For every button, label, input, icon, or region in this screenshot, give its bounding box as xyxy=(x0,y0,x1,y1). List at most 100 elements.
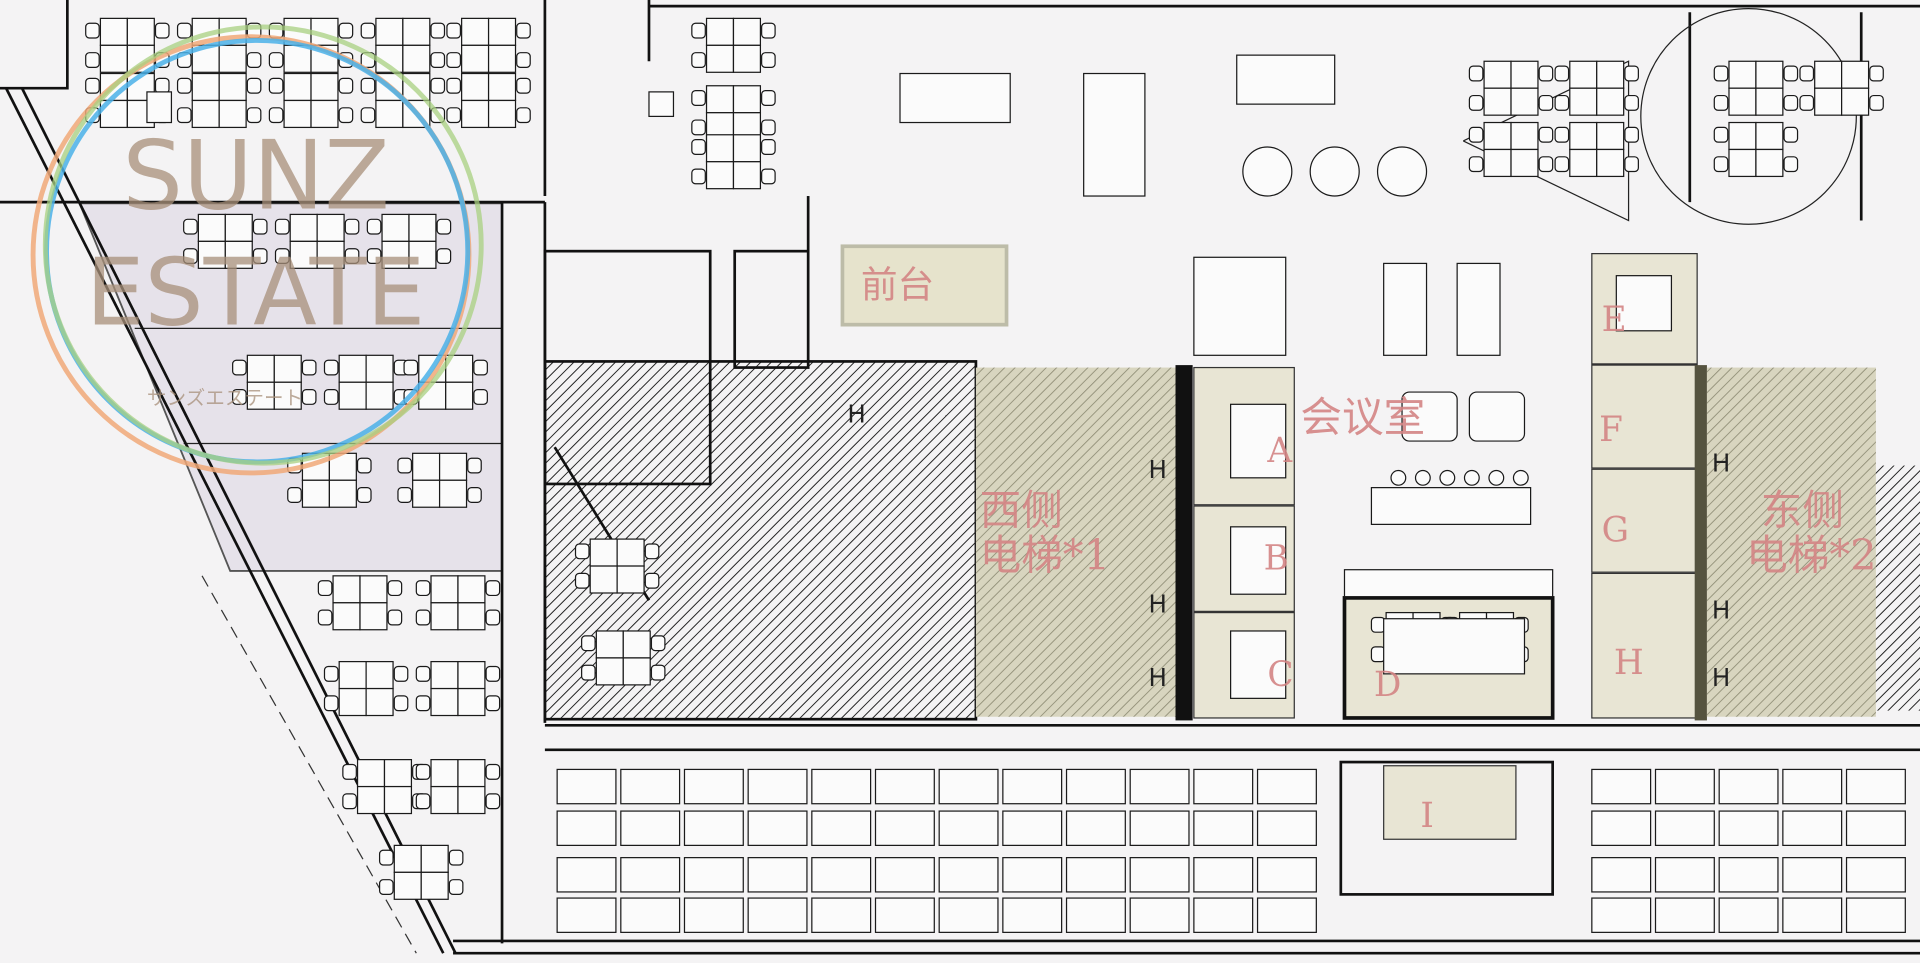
chair xyxy=(252,218,268,235)
desk xyxy=(622,657,651,686)
elevator-mark: H xyxy=(847,400,865,429)
workstation xyxy=(938,810,999,846)
elevator-mark: H xyxy=(1712,663,1730,692)
armchair-set xyxy=(1401,391,1458,442)
desk xyxy=(595,630,624,659)
workstation xyxy=(874,768,935,805)
chair xyxy=(1783,65,1799,82)
workstation xyxy=(1256,768,1317,805)
desk xyxy=(1755,148,1784,178)
chair xyxy=(446,77,462,94)
room-e-label: E xyxy=(1602,300,1627,340)
desk xyxy=(332,602,361,631)
elevator-mark: H xyxy=(1149,663,1167,692)
elevator-cars: H H H H H H H xyxy=(847,400,1730,692)
chair xyxy=(1624,156,1639,173)
desk xyxy=(246,354,275,383)
desk xyxy=(1483,121,1512,151)
workstation xyxy=(1256,857,1317,893)
room-g-label: G xyxy=(1602,511,1629,551)
room-d-label: D xyxy=(1374,665,1401,705)
desk xyxy=(218,99,247,129)
meeting-table xyxy=(1615,275,1673,332)
bar-stool xyxy=(1488,469,1505,486)
chair xyxy=(287,487,302,503)
room-h-label: H xyxy=(1614,643,1644,683)
desk xyxy=(1483,87,1512,116)
chair xyxy=(1624,65,1639,82)
elevator-mark: H xyxy=(1149,455,1167,484)
desk xyxy=(457,785,486,815)
chair xyxy=(232,359,247,376)
desk xyxy=(301,479,330,508)
chair xyxy=(403,359,419,376)
bar-stool xyxy=(1463,469,1480,486)
chair xyxy=(485,695,501,712)
desk xyxy=(381,213,410,242)
workstation xyxy=(1129,810,1190,846)
chair xyxy=(360,22,376,39)
chair xyxy=(1468,94,1484,111)
chair xyxy=(338,107,354,124)
desk xyxy=(430,687,459,717)
chair xyxy=(1468,65,1484,82)
workstation xyxy=(1782,768,1843,805)
room-i-label: I xyxy=(1420,796,1434,836)
watermark-line1: SUNZ xyxy=(122,119,389,231)
workstation xyxy=(620,768,681,805)
workstation xyxy=(1193,810,1254,846)
workstation xyxy=(1193,768,1254,805)
desk xyxy=(412,452,441,481)
desk xyxy=(430,602,459,631)
desk xyxy=(732,134,762,163)
column xyxy=(146,91,173,124)
chair xyxy=(415,609,431,626)
desk xyxy=(356,759,386,788)
meeting-table xyxy=(1230,630,1287,699)
sofa xyxy=(1236,54,1336,105)
chair xyxy=(691,139,706,155)
desk xyxy=(316,240,345,269)
desk xyxy=(383,759,413,788)
chair xyxy=(415,665,431,682)
desk xyxy=(283,72,312,102)
workstation xyxy=(811,857,872,893)
chair xyxy=(415,580,431,597)
chair xyxy=(1468,126,1484,143)
chair xyxy=(323,695,339,712)
chair xyxy=(516,77,531,94)
chair xyxy=(85,77,100,94)
desk xyxy=(1728,87,1757,116)
meeting-room-h xyxy=(1591,572,1698,719)
table xyxy=(1383,262,1428,356)
chair xyxy=(581,664,596,681)
desk xyxy=(457,575,486,604)
chair xyxy=(1713,126,1729,143)
chair xyxy=(246,107,262,124)
workstation xyxy=(1256,810,1317,846)
workstation xyxy=(556,897,617,933)
reception-desk-zone xyxy=(840,244,1009,327)
room-b-label: B xyxy=(1264,539,1289,579)
chair xyxy=(176,77,192,94)
chair xyxy=(356,457,372,474)
chair xyxy=(485,580,501,597)
sofa xyxy=(1083,72,1146,197)
chair xyxy=(323,665,339,682)
chair xyxy=(1370,616,1386,633)
chair xyxy=(650,664,666,681)
chair xyxy=(85,52,100,68)
desk xyxy=(487,99,517,129)
desk xyxy=(310,72,339,102)
workstation xyxy=(1065,857,1126,893)
bar-stool xyxy=(1439,469,1456,486)
workstation xyxy=(874,810,935,846)
workstation xyxy=(1129,768,1190,805)
chair xyxy=(430,22,446,39)
desk xyxy=(1596,60,1625,89)
chair xyxy=(761,52,776,68)
workstation xyxy=(556,857,617,893)
chair xyxy=(644,543,660,560)
chair xyxy=(1554,94,1570,111)
desk xyxy=(375,99,404,129)
